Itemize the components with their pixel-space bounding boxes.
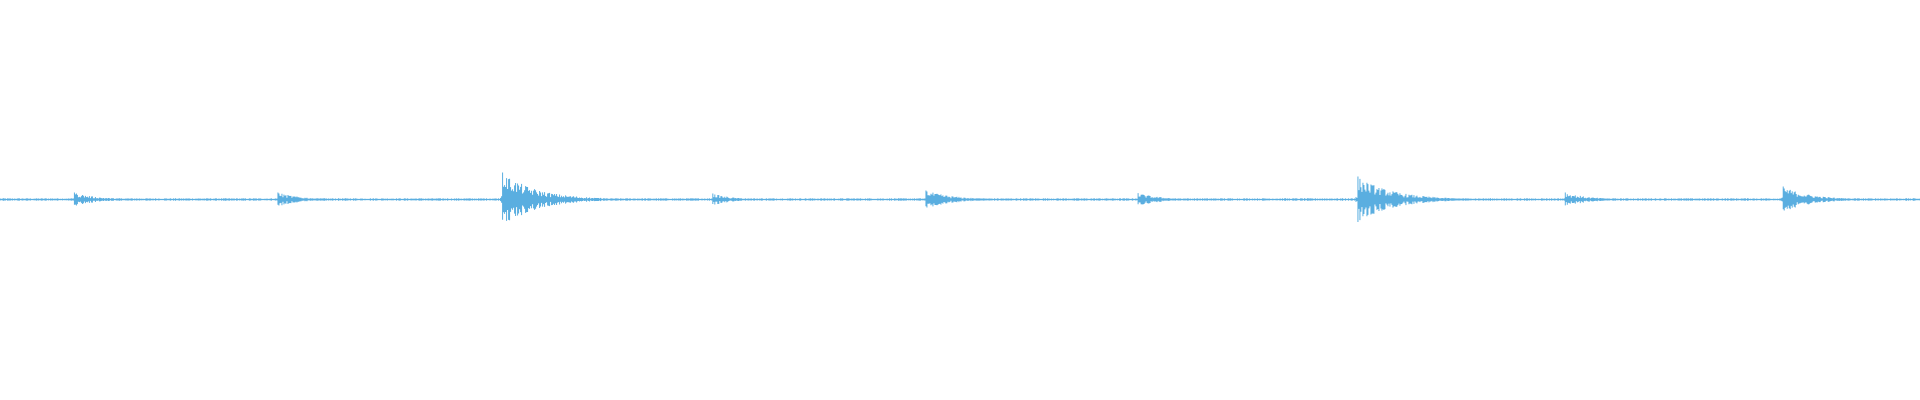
- waveform-trace: [0, 172, 1920, 222]
